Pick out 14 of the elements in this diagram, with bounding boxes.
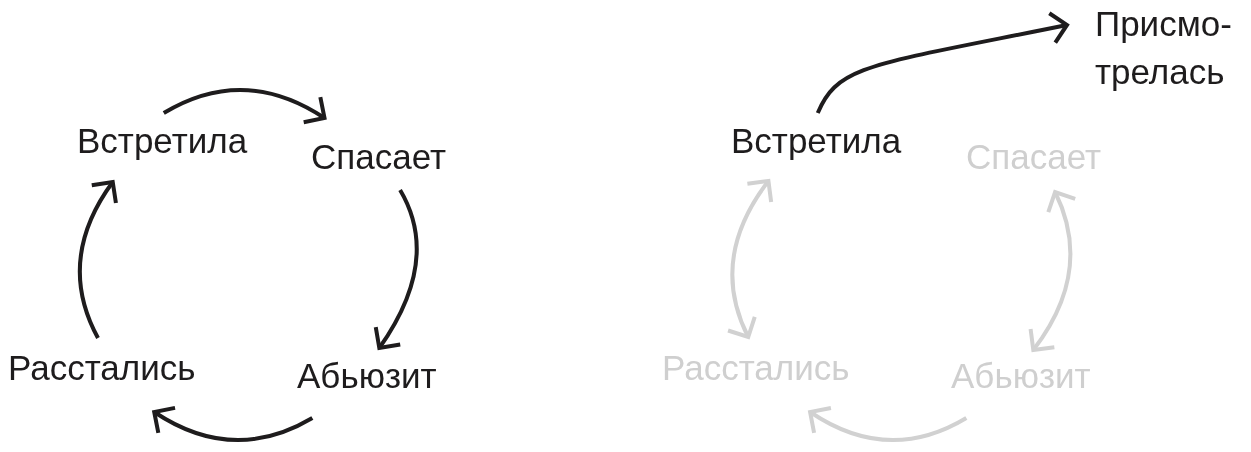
stage-label: Встретила (77, 121, 248, 161)
stage-label: Спасает (311, 137, 446, 177)
arrow (815, 11, 1069, 114)
double-arrow (1027, 190, 1077, 352)
outcome-label: Присмо- трелась (1095, 0, 1235, 96)
double-arrow (726, 179, 774, 339)
arrow (373, 189, 419, 350)
arrow (152, 405, 314, 442)
stage-label: Абьюзит (297, 356, 437, 396)
stage-label: Встретила (731, 121, 902, 161)
arrow (162, 88, 327, 125)
stage-label: Расстались (8, 348, 196, 388)
arrow (808, 405, 968, 442)
arrow (77, 180, 119, 339)
